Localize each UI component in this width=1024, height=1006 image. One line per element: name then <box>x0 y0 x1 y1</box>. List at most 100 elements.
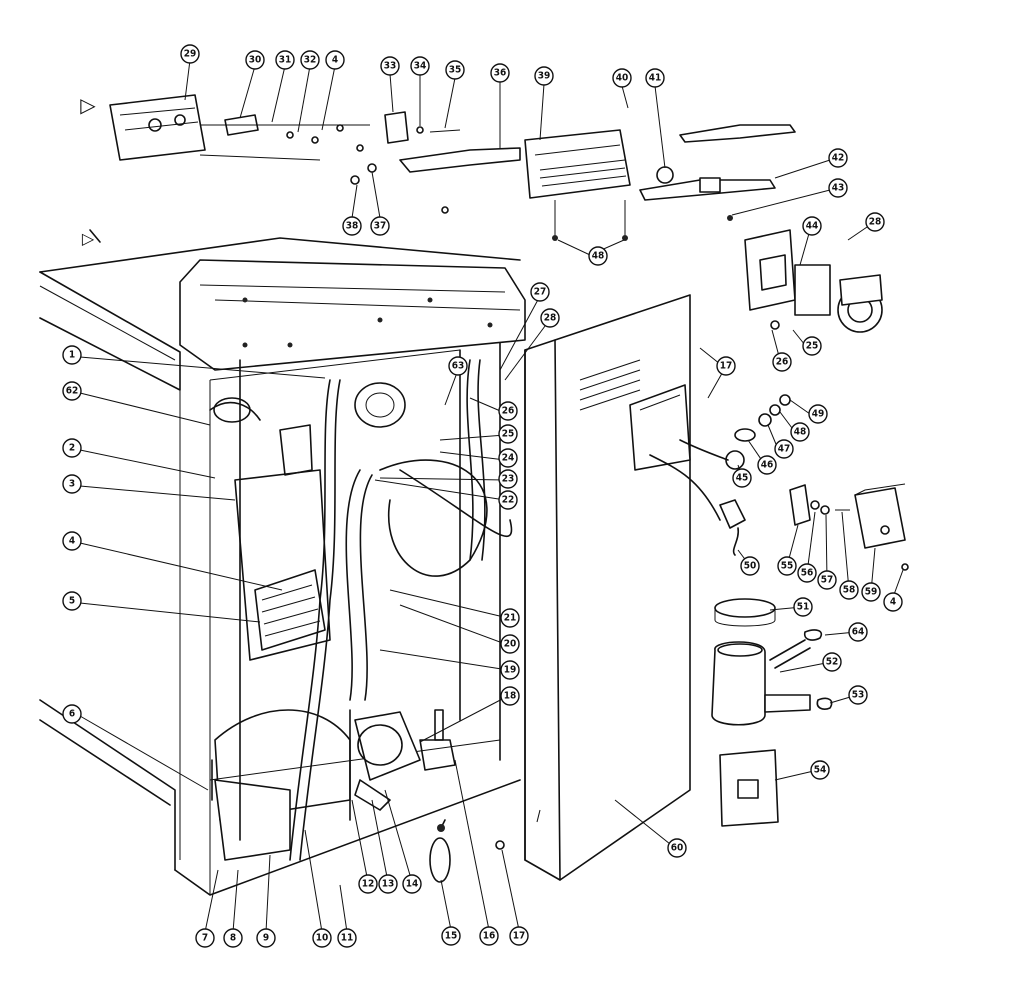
svg-text:21: 21 <box>504 613 517 624</box>
svg-text:58: 58 <box>843 585 856 596</box>
callout-5: 5 <box>62 591 82 611</box>
callout-54: 54 <box>810 760 830 780</box>
callout-44: 44 <box>802 216 822 236</box>
callout-46: 46 <box>757 455 777 475</box>
callout-55: 55 <box>777 556 797 576</box>
callout-33: 33 <box>380 56 400 76</box>
svg-text:8: 8 <box>230 933 236 944</box>
callout-17-bottom: 17 <box>509 926 529 946</box>
callout-59: 59 <box>861 582 881 602</box>
callout-36: 36 <box>490 63 510 83</box>
svg-text:51: 51 <box>797 602 810 613</box>
callout-51: 51 <box>793 597 813 617</box>
svg-text:29: 29 <box>184 49 197 60</box>
callout-53: 53 <box>848 685 868 705</box>
callout-8: 8 <box>223 928 243 948</box>
callout-labels: 29 30 31 32 4 33 34 35 36 39 40 41 42 43… <box>62 44 903 948</box>
svg-text:28: 28 <box>869 217 882 228</box>
svg-text:20: 20 <box>504 639 517 650</box>
callout-4-left: 4 <box>62 531 82 551</box>
svg-text:15: 15 <box>445 931 458 942</box>
callout-22: 22 <box>498 490 518 510</box>
callout-63: 63 <box>448 356 468 376</box>
svg-text:32: 32 <box>304 55 317 66</box>
svg-text:52: 52 <box>826 657 839 668</box>
svg-text:54: 54 <box>814 765 827 776</box>
callout-58: 58 <box>839 580 859 600</box>
callout-4-top: 4 <box>325 50 345 70</box>
svg-text:27: 27 <box>534 287 547 298</box>
svg-text:43: 43 <box>832 183 845 194</box>
svg-text:14: 14 <box>406 879 419 890</box>
svg-text:3: 3 <box>69 479 75 490</box>
callout-28-left: 28 <box>540 308 560 328</box>
callout-7: 7 <box>195 928 215 948</box>
svg-text:9: 9 <box>263 933 269 944</box>
callout-29: 29 <box>180 44 200 64</box>
callout-6: 6 <box>62 704 82 724</box>
svg-text:28: 28 <box>544 313 557 324</box>
svg-text:18: 18 <box>504 691 517 702</box>
svg-text:53: 53 <box>852 690 865 701</box>
callout-38: 38 <box>342 216 362 236</box>
svg-text:17: 17 <box>513 931 526 942</box>
callout-18: 18 <box>500 686 520 706</box>
svg-text:4: 4 <box>890 597 896 608</box>
callout-52: 52 <box>822 652 842 672</box>
callout-56: 56 <box>797 563 817 583</box>
svg-text:13: 13 <box>382 879 395 890</box>
callout-17-right: 17 <box>716 356 736 376</box>
svg-text:42: 42 <box>832 153 845 164</box>
callout-9: 9 <box>256 928 276 948</box>
callout-32: 32 <box>300 50 320 70</box>
top-exploded-parts: ▷ ▷ <box>80 94 796 248</box>
svg-text:16: 16 <box>483 931 496 942</box>
svg-text:34: 34 <box>414 61 427 72</box>
control-console <box>179 259 526 371</box>
callout-14: 14 <box>402 874 422 894</box>
callout-57: 57 <box>817 570 837 590</box>
svg-text:19: 19 <box>504 665 517 676</box>
callout-40: 40 <box>612 68 632 88</box>
svg-text:1: 1 <box>69 350 75 361</box>
callout-4-right: 4 <box>883 592 903 612</box>
callout-50: 50 <box>740 556 760 576</box>
callout-23: 23 <box>498 469 518 489</box>
callout-43: 43 <box>828 178 848 198</box>
callout-49: 49 <box>808 404 828 424</box>
svg-text:11: 11 <box>341 933 354 944</box>
svg-text:31: 31 <box>279 55 292 66</box>
svg-text:48: 48 <box>794 427 807 438</box>
callout-48-right: 48 <box>790 422 810 442</box>
callout-26-right: 26 <box>772 352 792 372</box>
callout-39: 39 <box>534 66 554 86</box>
svg-text:7: 7 <box>202 933 208 944</box>
callout-13: 13 <box>378 874 398 894</box>
callout-11: 11 <box>337 928 357 948</box>
callout-64: 64 <box>848 622 868 642</box>
svg-text:49: 49 <box>812 409 825 420</box>
callout-19: 19 <box>500 660 520 680</box>
callout-31: 31 <box>275 50 295 70</box>
svg-text:64: 64 <box>852 627 865 638</box>
callout-25-left: 25 <box>498 424 518 444</box>
callout-27: 27 <box>530 282 550 302</box>
svg-text:55: 55 <box>781 561 794 572</box>
svg-text:▷: ▷ <box>82 231 95 248</box>
svg-text:6: 6 <box>69 709 75 720</box>
svg-text:2: 2 <box>69 443 75 454</box>
callout-2: 2 <box>62 438 82 458</box>
svg-text:57: 57 <box>821 575 834 586</box>
callout-3: 3 <box>62 474 82 494</box>
cabinet-body <box>39 237 521 896</box>
svg-text:4: 4 <box>332 55 338 66</box>
callout-47: 47 <box>774 439 794 459</box>
svg-text:25: 25 <box>806 341 819 352</box>
callout-30: 30 <box>245 50 265 70</box>
svg-text:10: 10 <box>316 933 329 944</box>
callout-28-right: 28 <box>865 212 885 232</box>
callout-15: 15 <box>441 926 461 946</box>
svg-text:59: 59 <box>865 587 878 598</box>
svg-text:44: 44 <box>806 221 819 232</box>
